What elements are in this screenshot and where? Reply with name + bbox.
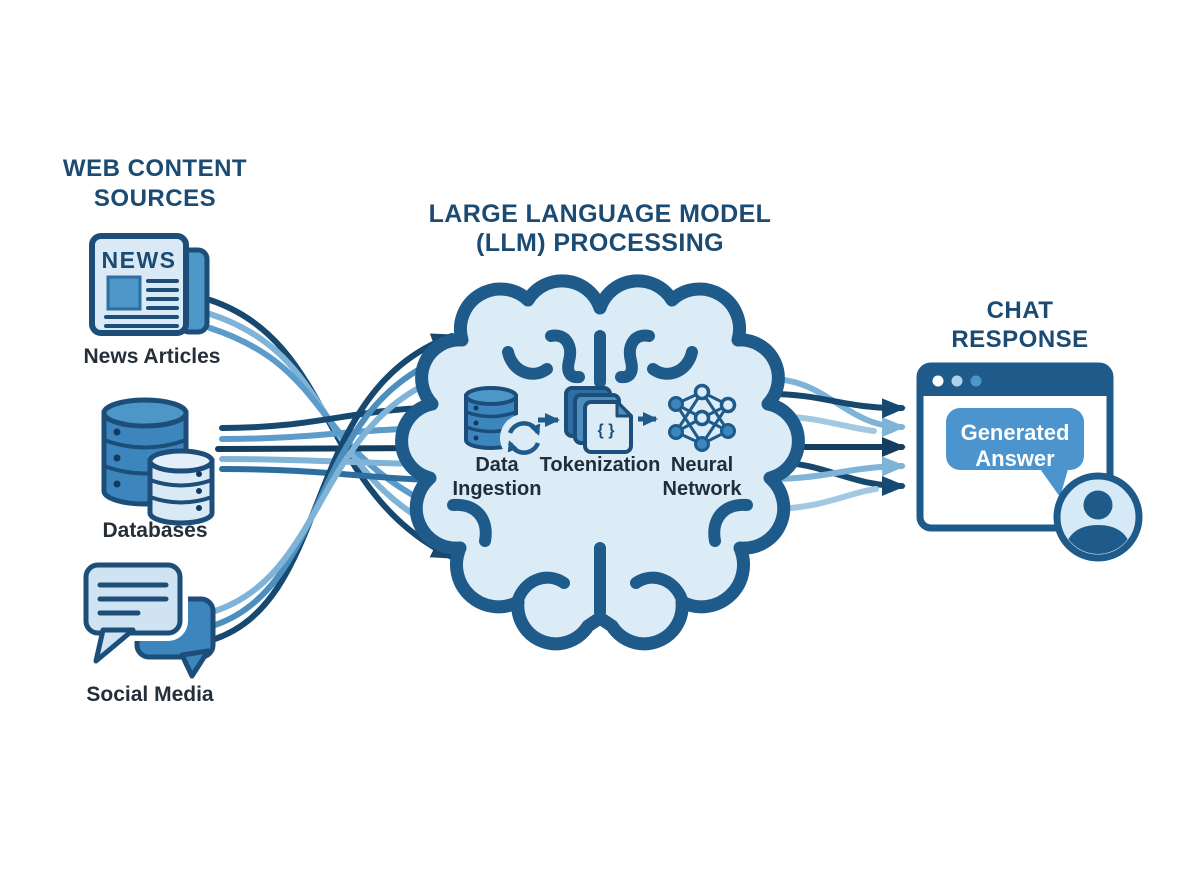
answer-bubble-line1: Generated [961, 420, 1070, 445]
flow-line [767, 391, 906, 419]
llm-heading: LARGE LANGUAGE MODEL (LLM) PROCESSING [429, 200, 772, 257]
sync-arrow-top [507, 421, 541, 436]
sync-arrow-bottom [507, 440, 541, 455]
step-label-tokenization: Tokenization [540, 454, 661, 476]
database-icon [101, 397, 215, 526]
window-titlebar [920, 366, 1110, 396]
step-label-network: Network [663, 478, 743, 500]
token-braces-glyph: { } [598, 422, 615, 439]
llm-heading-line2: (LLM) PROCESSING [476, 229, 724, 257]
brain-outline-icon: { } Data Ingestion Tokenization Neural N… [395, 274, 805, 651]
db-big-top [101, 397, 189, 429]
db-small-top [147, 448, 215, 474]
flow-line [209, 370, 454, 615]
source-label-databases: Databases [102, 519, 207, 542]
chat-heading-line2: RESPONSE [951, 326, 1088, 353]
llm-heading-line1: LARGE LANGUAGE MODEL [429, 200, 772, 228]
browser-window-icon: Generated Answer [916, 362, 1143, 562]
step-label-data: Data [475, 454, 519, 476]
generated-answer-bubble: Generated Answer [946, 408, 1084, 497]
window-dot-2 [951, 375, 963, 387]
step-label-ingestion: Ingestion [453, 478, 542, 500]
sources-heading-line1: WEB CONTENT [63, 155, 247, 182]
brain-sulci [447, 329, 753, 618]
chat-response-heading: CHAT RESPONSE [951, 297, 1088, 353]
sources-heading: WEB CONTENT SOURCES [63, 155, 247, 212]
window-dot-1 [932, 375, 944, 387]
sources-heading-line2: SOURCES [94, 185, 216, 212]
source-to-llm-arrows [207, 297, 456, 643]
flow-line [207, 325, 455, 517]
database-sync-icon [464, 386, 548, 462]
newspaper-photo [106, 275, 142, 311]
chat-bubble-text-lines [97, 582, 169, 616]
chat-heading-line1: CHAT [987, 297, 1054, 324]
newspaper-icon: NEWS [89, 233, 210, 336]
token-documents-icon: { } [564, 386, 633, 454]
source-label-news-articles: News Articles [84, 345, 221, 368]
chat-bubbles-icon [78, 557, 216, 679]
flow-line [767, 456, 906, 482]
source-label-social-media: Social Media [86, 683, 214, 706]
window-dot-3 [970, 375, 982, 387]
page-fold [615, 400, 633, 418]
answer-bubble-body [946, 408, 1084, 470]
user-avatar-icon [1053, 472, 1143, 562]
answer-bubble-line2: Answer [975, 446, 1055, 471]
answer-bubble-tail [1038, 466, 1069, 497]
neural-network-icon [668, 383, 737, 452]
step-label-neural: Neural [671, 454, 733, 476]
news-masthead: NEWS [102, 247, 177, 273]
newspaper-text-lines [104, 279, 179, 328]
avatar-person [1064, 490, 1132, 554]
